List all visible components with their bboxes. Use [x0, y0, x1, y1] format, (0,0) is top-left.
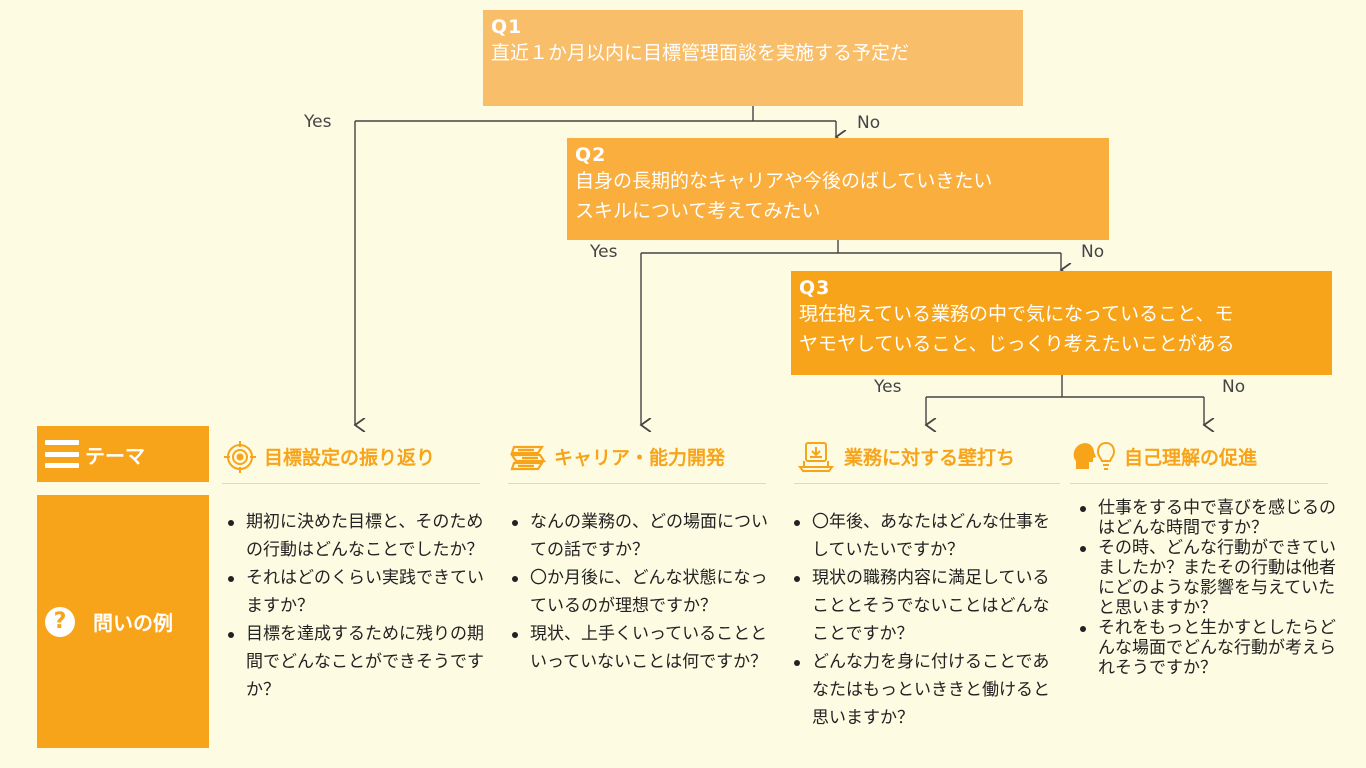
list-item: 仕事をする中で喜びを感じるのはどんな時間ですか？: [1076, 498, 1342, 538]
target-icon: [224, 440, 256, 473]
example-label-text: 問いの例: [93, 611, 173, 635]
side-label-examples: ? 問いの例: [37, 495, 209, 748]
theme-title: キャリア・能力開発: [554, 447, 726, 469]
list-item: 〇年後、あなたはどんな仕事をしていたいですか？: [790, 508, 1058, 564]
list-item: 現状の職務内容に満足していることとそうでないことはどんなことですか？: [790, 564, 1058, 648]
examples-self-understanding: 仕事をする中で喜びを感じるのはどんな時間ですか？ その時、どんな行動ができていま…: [1076, 498, 1342, 678]
question-mark-icon: ?: [45, 606, 75, 637]
list-item: 目標を達成するために残りの期間でどんなことができそうですか？: [224, 620, 494, 704]
question-text: 直近１か月以内に目標管理面談を実施する予定だ: [491, 42, 910, 64]
list-item: それはどのくらい実践できていますか？: [224, 564, 494, 620]
list-item: なんの業務の、どの場面についての話ですか？: [508, 508, 776, 564]
question-text: 自身の長期的なキャリアや今後のばしていきたい スキルについて考えてみたい: [575, 170, 993, 222]
theme-label-text: テーマ: [85, 443, 145, 468]
question-label: Q1: [491, 16, 523, 38]
head-lightbulb-icon: [1073, 441, 1116, 470]
theme-title: 業務に対する壁打ち: [844, 447, 1016, 469]
branch-label-q1-yes: Yes: [304, 112, 332, 132]
question-box-q3: Q3 現在抱えている業務の中で気になっていること、モ ヤモヤしていること、じっく…: [791, 271, 1332, 375]
question-label: Q3: [799, 277, 831, 299]
examples-work-sounding: 〇年後、あなたはどんな仕事をしていたいですか？ 現状の職務内容に満足していること…: [790, 508, 1058, 732]
books-icon: [509, 445, 547, 470]
theme-header-self-understanding: 自己理解の促進: [1070, 430, 1328, 484]
list-item: 期初に決めた目標と、そのための行動はどんなことでしたか？: [224, 508, 494, 564]
list-item: それをもっと生かすとしたらどんな場面でどんな行動が考えられそうですか？: [1076, 618, 1342, 678]
branch-label-q3-yes: Yes: [874, 377, 902, 397]
branch-label-q3-no: No: [1222, 377, 1246, 397]
branch-label-q2-yes: Yes: [590, 242, 618, 262]
theme-title: 自己理解の促進: [1124, 447, 1258, 469]
branch-label-q2-no: No: [1081, 242, 1105, 262]
theme-header-work-sounding: 業務に対する壁打ち: [794, 430, 1060, 484]
menu-lines-icon: [45, 440, 79, 468]
question-box-q1: Q1 直近１か月以内に目標管理面談を実施する予定だ: [483, 10, 1023, 106]
theme-header-goal-review: 目標設定の振り返り: [222, 430, 480, 484]
question-box-q2: Q2 自身の長期的なキャリアや今後のばしていきたい スキルについて考えてみたい: [567, 138, 1109, 240]
theme-header-career: キャリア・能力開発: [508, 430, 766, 484]
list-item: 〇か月後に、どんな状態になっているのが理想ですか？: [508, 564, 776, 620]
list-item: 現状、上手くいっていることといっていないことは何ですか？: [508, 620, 776, 676]
theme-title: 目標設定の振り返り: [264, 447, 436, 469]
side-label-theme: テーマ: [37, 426, 209, 482]
laptop-download-icon: [798, 441, 834, 472]
question-text: 現在抱えている業務の中で気になっていること、モ ヤモヤしていること、じっくり考え…: [799, 303, 1235, 355]
list-item: どんな力を身に付けることであなたはもっといききと働けると思いますか？: [790, 648, 1058, 732]
examples-career: なんの業務の、どの場面についての話ですか？ 〇か月後に、どんな状態になっているの…: [508, 508, 776, 676]
examples-goal-review: 期初に決めた目標と、そのための行動はどんなことでしたか？ それはどのくらい実践で…: [224, 508, 494, 704]
list-item: その時、どんな行動ができていましたか？またその行動は他者にどのような影響を与えて…: [1076, 538, 1342, 618]
branch-label-q1-no: No: [857, 113, 881, 133]
question-label: Q2: [575, 144, 607, 166]
